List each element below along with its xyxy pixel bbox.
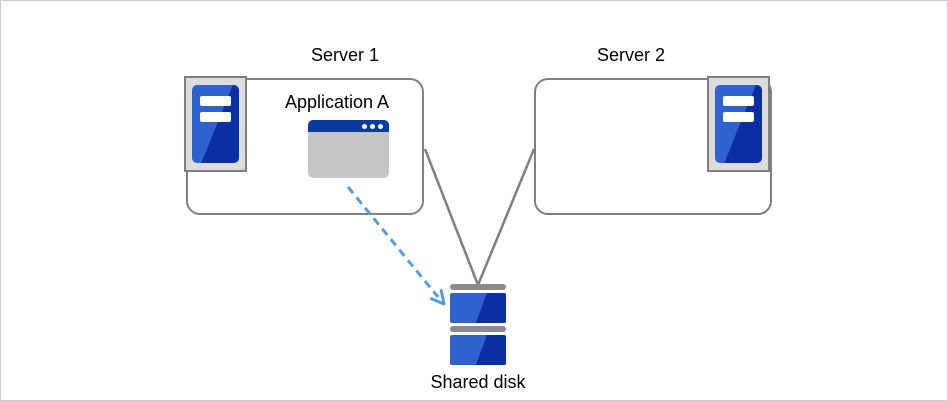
server2-box [534,78,772,215]
disk-cap-bar [450,284,506,290]
server1-label: Server 1 [310,45,380,65]
shared-disk-icon [450,284,506,365]
window-dot-icon [378,123,383,129]
server-tower-icon [192,85,239,163]
shared-disk-label: Shared disk [430,372,526,392]
window-titlebar [308,120,389,132]
server2-icon-frame [707,76,770,172]
window-dot-icon [370,123,375,129]
server-tower-icon [715,85,762,163]
server-slot-bar [723,96,754,106]
disk-cap-bar [450,326,506,332]
application-window-icon [308,120,389,178]
server-slot-bar [200,112,231,122]
server2-disk-connector [476,148,536,286]
server-slot-bar [200,96,231,106]
arrowhead-icon [430,289,446,306]
disk-platter [450,335,506,365]
server-slot-bar [723,112,754,122]
server1-disk-connector [423,148,480,286]
window-dot-icon [362,123,367,129]
disk-platter [450,293,506,323]
server1-icon-frame [184,76,247,172]
application-label: Application A [284,92,390,112]
server2-label: Server 2 [596,45,666,65]
